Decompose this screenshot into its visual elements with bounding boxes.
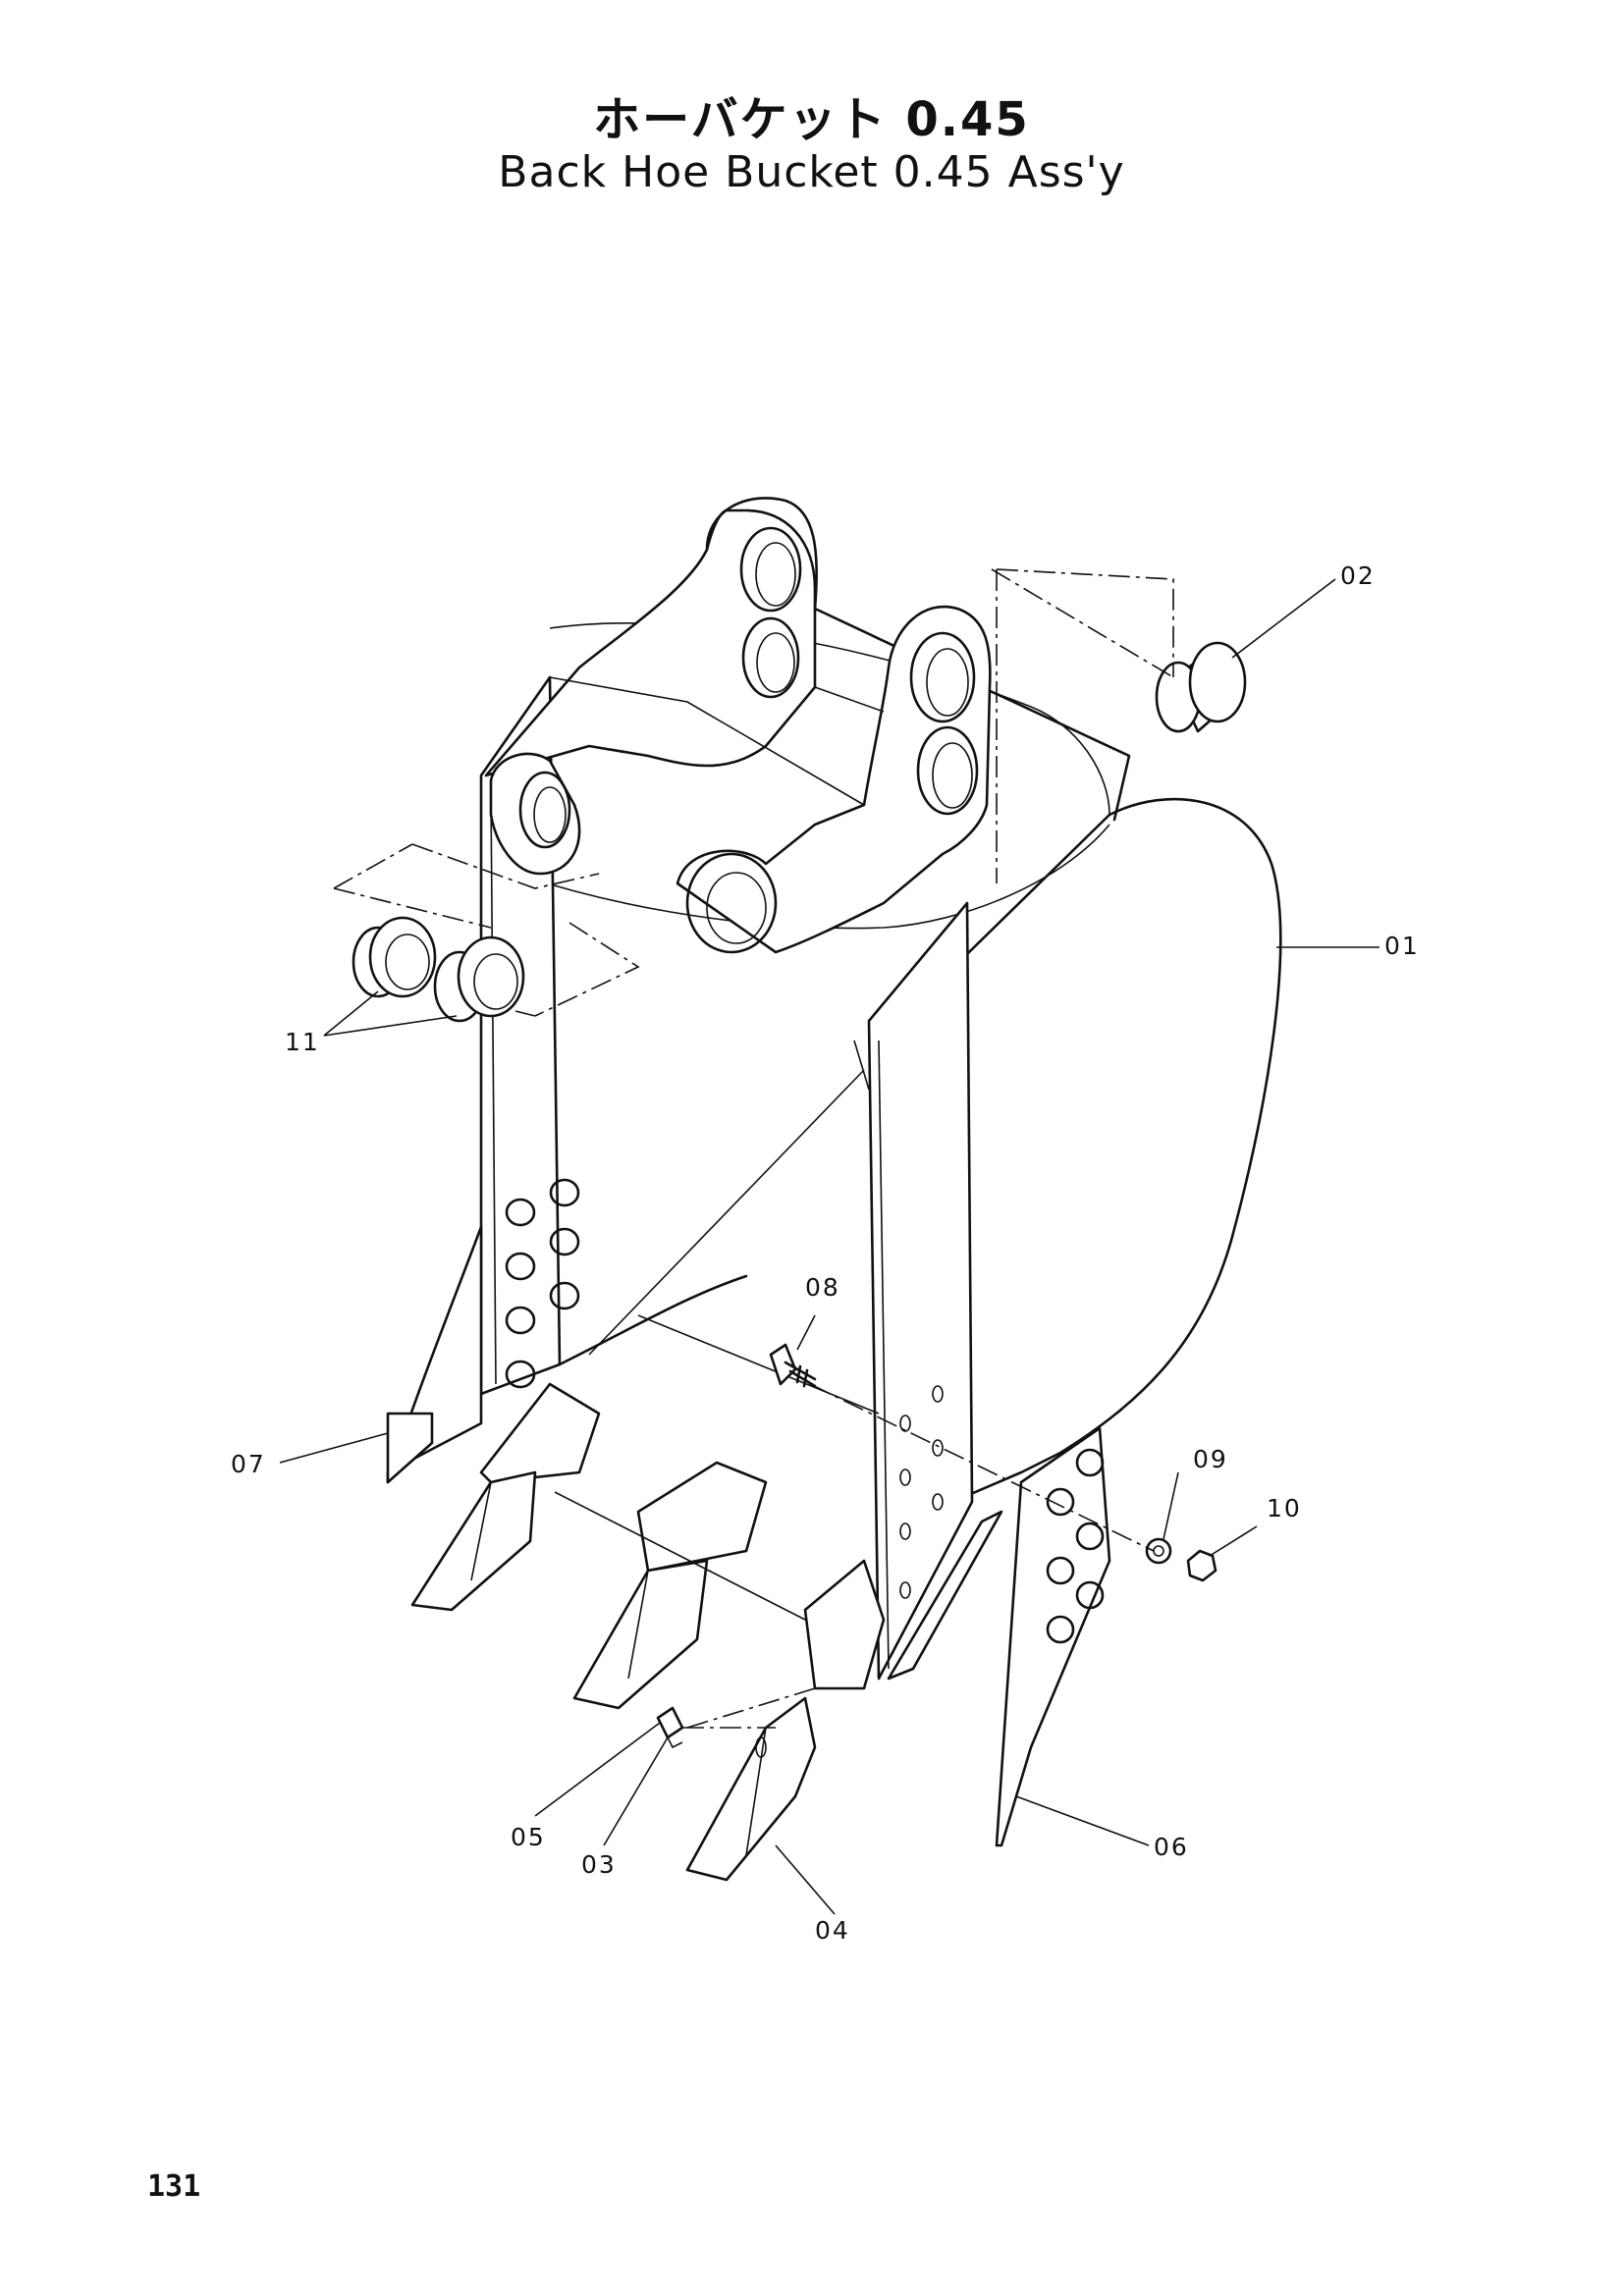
side-cutter-07 — [386, 1225, 483, 1484]
callout-05: 05 — [511, 1823, 546, 1851]
right-plate-holes — [899, 1385, 944, 1599]
installed-teeth — [410, 1382, 886, 1710]
part-03-lock — [667, 1736, 683, 1749]
left-plate-bolt-holes — [505, 1178, 580, 1389]
part-09-washer — [1145, 1537, 1172, 1565]
callout-06: 06 — [1154, 1833, 1189, 1861]
part-04-tooth — [685, 1696, 817, 1882]
callout-10: 10 — [1267, 1494, 1302, 1522]
callout-11: 11 — [285, 1028, 320, 1056]
bucket-body — [479, 607, 1282, 1681]
callout-07: 07 — [231, 1450, 266, 1478]
mounting-brackets — [484, 497, 992, 954]
title-english: Back Hoe Bucket 0.45 Ass'y — [498, 147, 1125, 197]
callout-04: 04 — [815, 1916, 850, 1945]
side-cutter-06 — [887, 1426, 1111, 1847]
part-05-pin — [656, 1706, 684, 1739]
callout-02: 02 — [1340, 561, 1376, 590]
callout-09: 09 — [1193, 1445, 1228, 1473]
part-10-nut — [1186, 1549, 1217, 1582]
callout-01: 01 — [1384, 932, 1420, 960]
callout-labels: 02 01 11 08 07 09 10 05 03 04 06 — [231, 561, 1420, 1945]
page-number: 131 — [147, 2169, 201, 2204]
callout-08: 08 — [805, 1273, 840, 1302]
part-08-bolt — [769, 1343, 817, 1388]
title-japanese: ホーバケット 0.45 — [593, 92, 1030, 147]
leader-lines — [279, 578, 1380, 1915]
part-02-bushing — [1155, 641, 1247, 733]
part-11-bushings — [352, 916, 525, 1023]
callout-03: 03 — [581, 1850, 617, 1879]
alignment-lines — [333, 568, 1174, 1729]
